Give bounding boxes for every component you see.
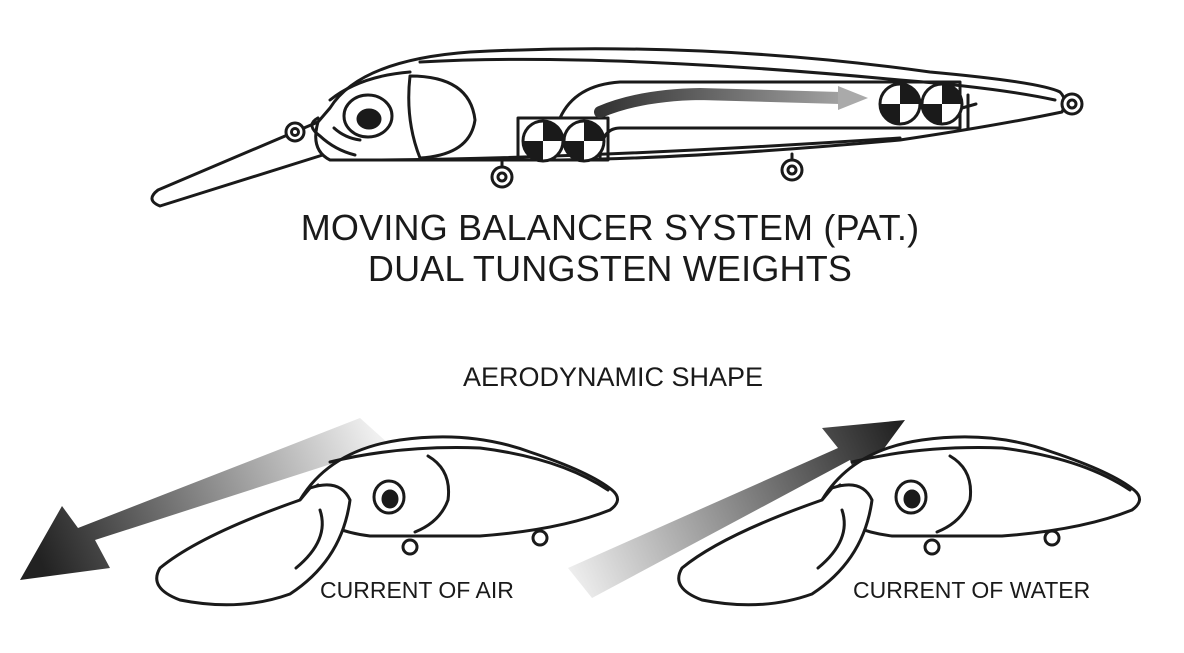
lure-air-lip	[155, 483, 352, 607]
section-heading: AERODYNAMIC SHAPE	[463, 362, 764, 392]
balancer-arrow	[594, 86, 868, 118]
lure-water-hook-eye	[923, 538, 941, 556]
lure-water-lip	[677, 483, 874, 607]
top-lure-hook-eye-front	[490, 165, 514, 189]
top-lure-eye-pupil	[356, 108, 382, 130]
top-lure	[150, 47, 1084, 208]
top-lure-weight-box	[516, 116, 610, 162]
top-lure-line-tie	[1060, 92, 1084, 116]
top-lure-gill	[407, 74, 477, 160]
tungsten-weights-front	[521, 119, 606, 163]
lure-air	[155, 435, 619, 607]
label-current-of-water: CURRENT OF WATER	[853, 577, 1091, 603]
water-current-arrow	[568, 420, 905, 598]
lure-air-hook-eye	[401, 538, 419, 556]
top-lure-lip	[150, 120, 347, 208]
tungsten-ball	[920, 82, 964, 126]
top-lure-hook-eye-rear	[780, 158, 804, 182]
tungsten-ball	[878, 82, 922, 126]
top-lure-front-eyelet	[284, 121, 306, 143]
lure-water-gill	[935, 454, 973, 534]
caption-line-2: DUAL TUNGSTEN WEIGHTS	[367, 248, 853, 289]
label-current-of-air: CURRENT OF AIR	[320, 577, 514, 603]
air-current-arrow	[20, 418, 390, 580]
tungsten-ball	[521, 119, 565, 163]
tungsten-weights-rear	[878, 82, 964, 126]
lure-water	[677, 435, 1141, 607]
lure-air-gill	[413, 454, 451, 534]
caption-line-1: MOVING BALANCER SYSTEM (PAT.)	[300, 207, 920, 248]
tungsten-ball	[562, 119, 606, 163]
